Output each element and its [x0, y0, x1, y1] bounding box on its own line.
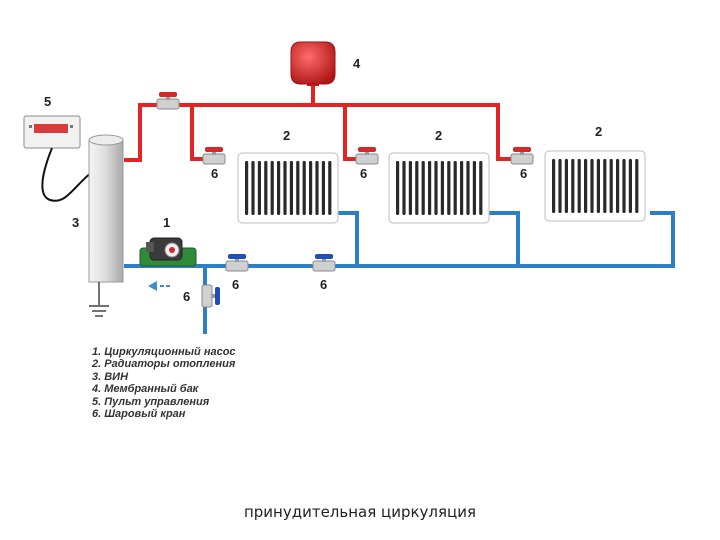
circulation-pump	[139, 237, 197, 267]
ball-valve-icon	[312, 254, 336, 272]
legend-item: 1. Циркуляционный насос	[92, 346, 236, 358]
radiator-icon	[544, 150, 646, 222]
legend: 1. Циркуляционный насос 2. Радиаторы ото…	[92, 346, 236, 420]
control-panel	[23, 115, 81, 149]
ball-valve-icon	[156, 92, 180, 110]
label-radiator-left: 2	[283, 128, 291, 143]
label-radiator-middle: 2	[435, 128, 443, 143]
return-pipes	[124, 211, 675, 334]
ball-valve-icon	[355, 147, 379, 165]
label-control-panel: 5	[44, 94, 52, 109]
radiator-icon	[388, 152, 490, 224]
label-valve-middle: 6	[360, 166, 368, 181]
ball-valves	[156, 92, 534, 308]
label-valve-drain: 6	[183, 289, 191, 304]
supply-pipes	[124, 84, 520, 162]
caption: принудительная циркуляция	[243, 503, 477, 521]
legend-item: 5. Пульт управления	[92, 395, 210, 408]
expansion-tank	[290, 41, 336, 86]
label-valve-return-2: 6	[320, 277, 328, 292]
ground-icon	[89, 305, 109, 317]
legend-item: 4. Мембранный бак	[92, 383, 199, 396]
label-valve-left: 6	[211, 166, 219, 181]
ball-valve-icon	[510, 147, 534, 165]
label-valve-return-1: 6	[232, 277, 240, 292]
radiators	[237, 150, 646, 224]
legend-item: 3. ВИН	[92, 370, 129, 383]
flow-arrow-icon	[148, 281, 170, 291]
label-tank: 4	[353, 56, 361, 71]
electric-heater	[88, 134, 124, 305]
legend-item: 6. Шаровый кран	[92, 408, 186, 421]
ball-valve-icon	[202, 147, 226, 165]
label-pump: 1	[163, 215, 171, 230]
label-valve-right: 6	[520, 166, 528, 181]
ball-valve-icon	[225, 254, 249, 272]
ball-valve-icon	[201, 284, 220, 308]
label-heater: 3	[72, 215, 80, 230]
legend-item: 2. Радиаторы отопления	[92, 358, 236, 371]
radiator-icon	[237, 152, 339, 224]
label-radiator-right: 2	[595, 124, 603, 139]
control-cable	[41, 147, 93, 202]
